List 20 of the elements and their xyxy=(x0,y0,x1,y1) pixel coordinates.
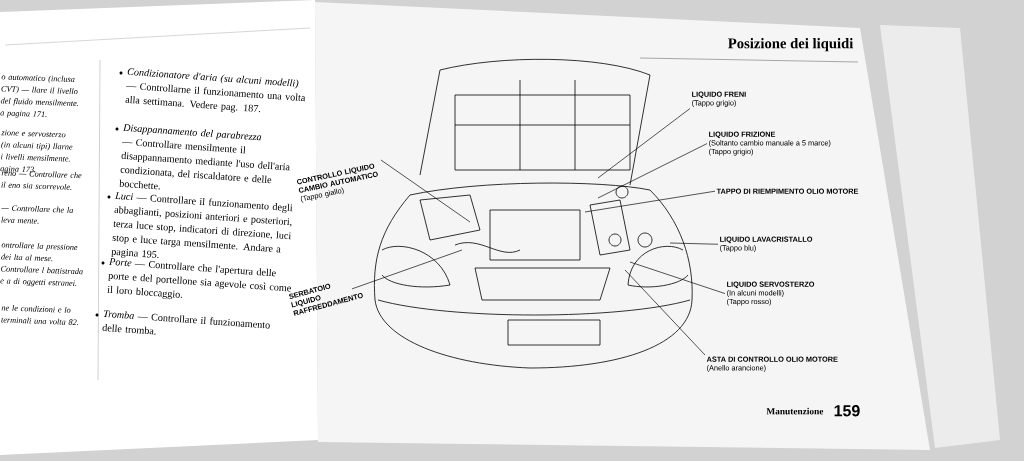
page-number: 159 xyxy=(834,405,860,417)
leader-line xyxy=(584,190,716,213)
paragraph: reno — Controllare che il eno sia scorrevole. xyxy=(1,171,82,190)
bullet-item: Tromba — Controllare il funzionamento delle tromba. xyxy=(102,310,270,335)
leader-line xyxy=(669,242,719,245)
paragraph: ontrollare la pressione dei lta al mese. Controllare l battistrada e a di oggetti estranei. xyxy=(0,242,83,287)
paragraph: o automatico (inclusa CVT) — llare il livello del fluido mensilmente. a pagina 171. xyxy=(0,75,79,118)
leader-line xyxy=(629,261,726,294)
paragraph: — Controllare che la leva mente. xyxy=(1,205,74,224)
leader-line xyxy=(351,249,463,290)
leader-line xyxy=(597,143,708,199)
leader-line xyxy=(624,269,706,356)
leader-line xyxy=(380,159,471,223)
page-title: Posizione dei liquidi xyxy=(728,38,854,52)
bullet-item: Luci — Controllare il funzionamento degli abbaglianti, posizioni anteriori e posteriori, terza luce stop, indicatori di direzione, luci stop e luce targa mensilmente. Andare a pagina 195. xyxy=(111,192,293,259)
bullet-item: Condizionatore d'aria (su alcuni modelli) — Controllarne il funzionamento una volta alla settimana. Vedere pag. 187. xyxy=(125,68,306,113)
leader-line xyxy=(597,108,691,179)
footer-label: Manutenzione xyxy=(766,407,824,415)
paragraph: ne le condizioni e lo terminali una volta 82. xyxy=(1,305,78,326)
bullet-item: Disappannamento del parabrezza — Controllare mensilmente il disappannamento mediante l'uso dell'aria condizionata, del riscaldatore e delle bocchette. xyxy=(119,124,290,190)
